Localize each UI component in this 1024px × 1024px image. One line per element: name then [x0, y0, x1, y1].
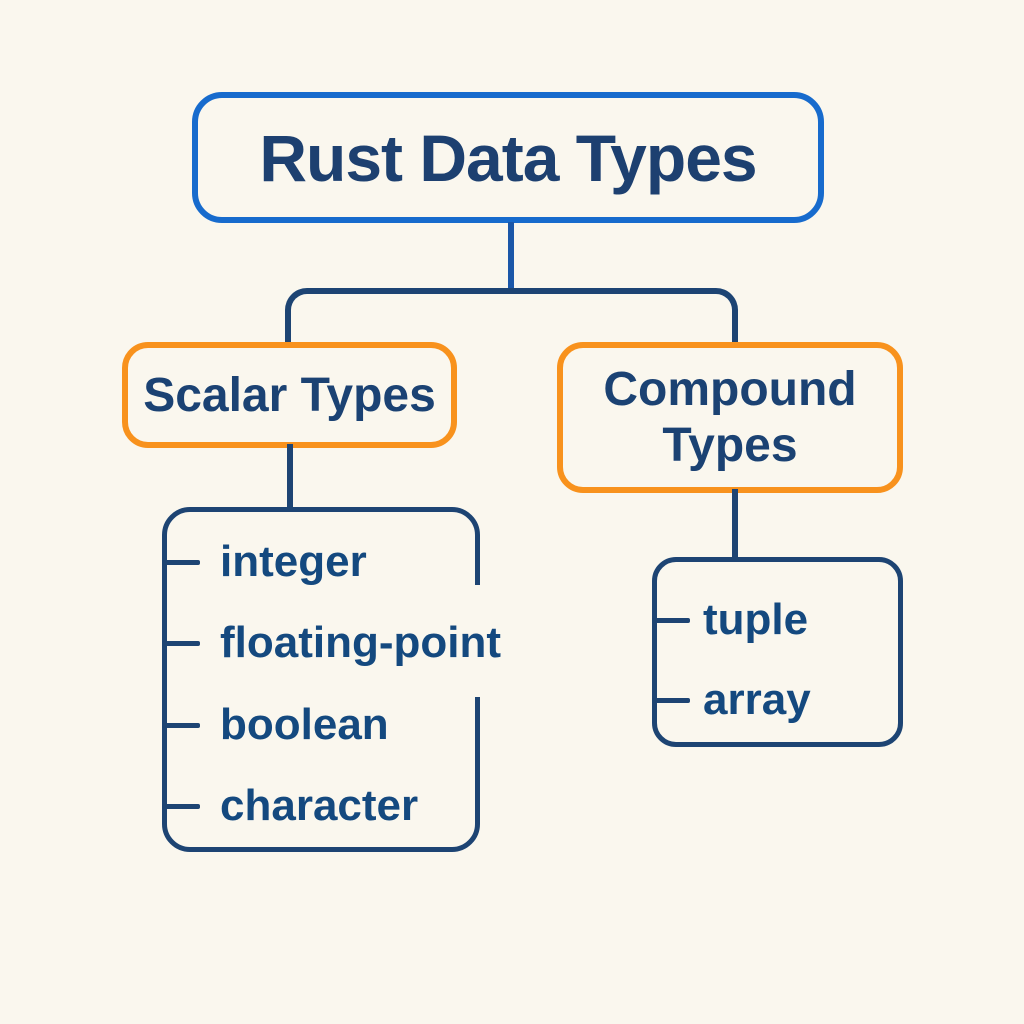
compound-stem-connector — [732, 489, 738, 560]
root-stem-connector — [508, 222, 514, 292]
compound-types-node: Compound Types — [557, 342, 903, 493]
list-item: integer — [220, 537, 367, 586]
compound-items-box: tuple array — [652, 557, 903, 747]
item-tick — [162, 560, 200, 565]
scalar-items-box: integer floating-point boolean character — [162, 507, 501, 852]
branch-connector — [285, 288, 738, 342]
list-item: boolean — [220, 700, 389, 749]
item-tick — [652, 698, 690, 703]
item-tick — [162, 641, 200, 646]
border-gap-patch — [475, 585, 489, 697]
list-item: array — [703, 675, 811, 724]
root-node-label: Rust Data Types — [259, 120, 757, 195]
item-tick — [162, 723, 200, 728]
item-tick — [652, 618, 690, 623]
scalar-stem-connector — [287, 444, 293, 510]
list-item: floating-point — [220, 618, 502, 667]
list-item: tuple — [703, 595, 809, 644]
scalar-types-node: Scalar Types — [122, 342, 457, 448]
list-item: character — [220, 781, 419, 830]
compound-types-label: Compound Types — [603, 363, 857, 472]
root-node: Rust Data Types — [192, 92, 824, 223]
scalar-types-label: Scalar Types — [143, 368, 436, 422]
item-tick — [162, 804, 200, 809]
